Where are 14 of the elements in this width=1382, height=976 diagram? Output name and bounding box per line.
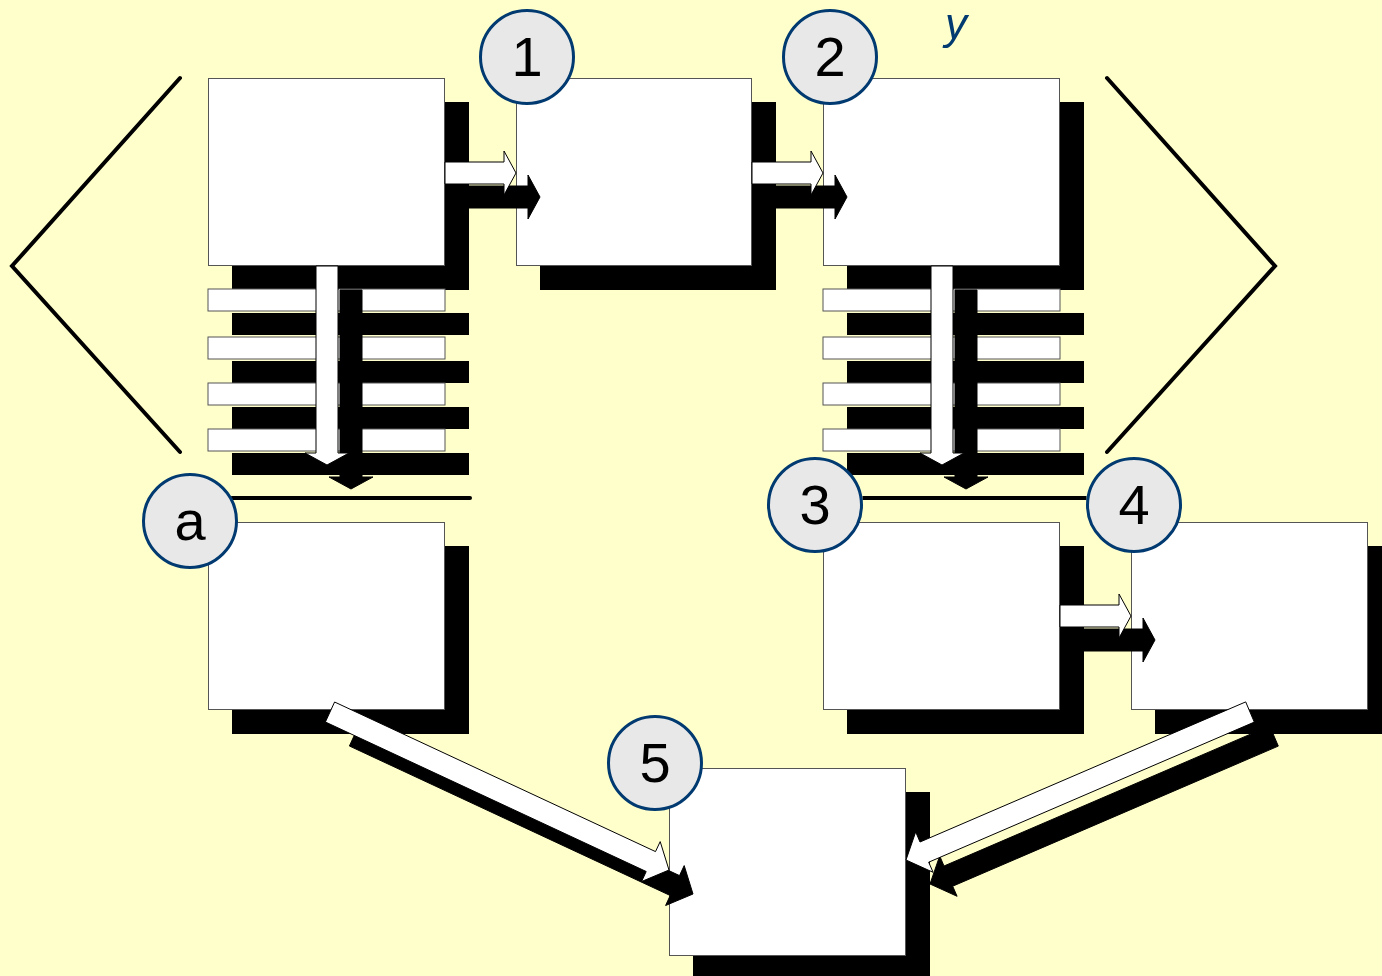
step-number: 4 [1118, 477, 1150, 533]
block-arrow [1059, 593, 1132, 639]
block-arrow [751, 150, 824, 196]
step-number: 3 [799, 477, 831, 533]
block-arrow [444, 150, 517, 196]
block-arrow [905, 701, 1255, 873]
block-arrow [324, 701, 670, 882]
step-number: a [174, 493, 206, 549]
block-arrow [919, 265, 965, 466]
block-arrow [304, 265, 350, 466]
step-number: 5 [639, 735, 671, 791]
connector-line [862, 496, 1087, 500]
step-number: 2 [814, 29, 846, 85]
step-number: 1 [511, 29, 543, 85]
